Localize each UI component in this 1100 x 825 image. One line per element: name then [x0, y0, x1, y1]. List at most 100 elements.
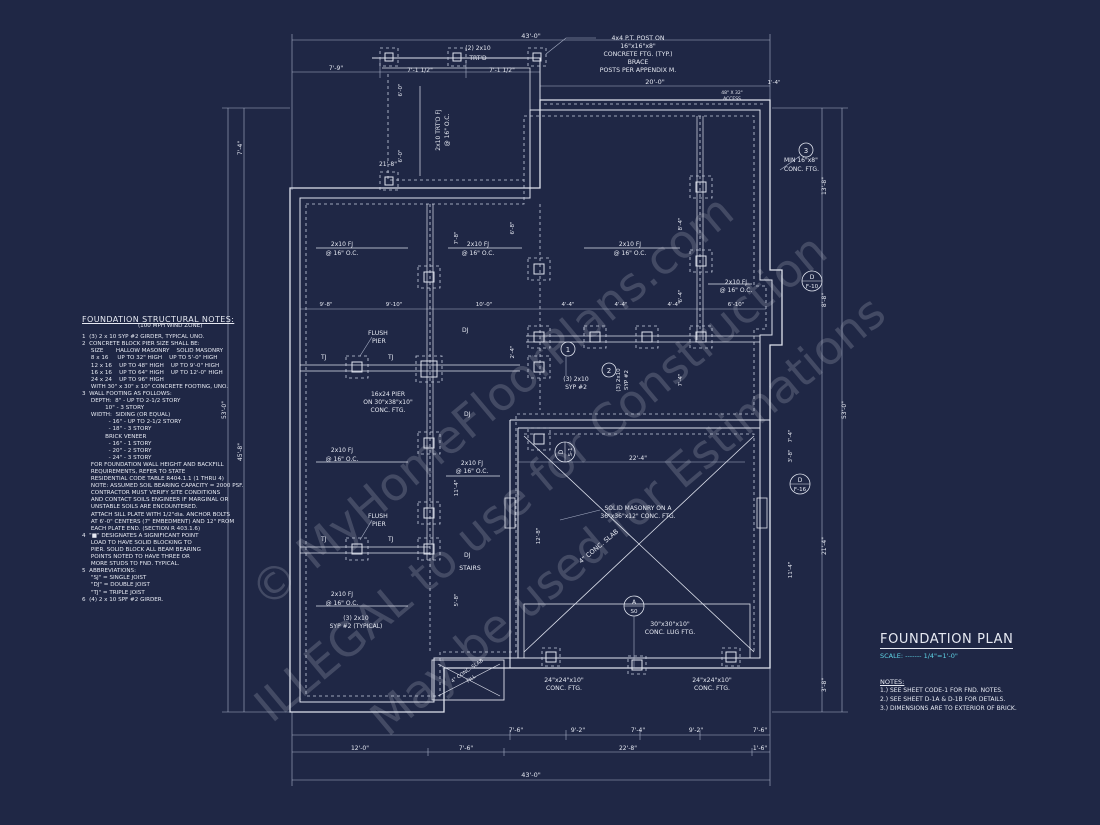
- dim-right-11: 13'-8": [821, 177, 828, 195]
- post-note-4: BRACE: [628, 59, 649, 66]
- pier: [689, 325, 713, 349]
- ftg24-left-1: 24"x24"x10": [544, 677, 584, 684]
- lug-ftg-1: 30"x30"x10": [650, 621, 690, 628]
- structural-note-line: - 16" - 1 STORY: [82, 440, 152, 447]
- dim-bottom-row2-b: 7'-6": [459, 745, 473, 752]
- dimension-lines: [222, 34, 848, 786]
- dim-interior-v-11: 11'-4": [454, 480, 460, 497]
- tag-d-f10: D F-10: [801, 270, 823, 292]
- tag-a-s0-top: A: [632, 599, 637, 606]
- tj-label-4: TJ: [387, 536, 394, 543]
- pier: [447, 47, 467, 67]
- dim-bottom-4: 9'-2": [689, 727, 703, 734]
- footing-dashes: [305, 74, 767, 697]
- ftg24-right-2: CONC. FTG.: [694, 685, 730, 692]
- pier: [379, 47, 399, 67]
- access-label-1: 48" X 32": [721, 90, 743, 96]
- tj-label-1: TJ: [320, 354, 327, 361]
- tag-d-s1-top: D: [558, 449, 565, 454]
- tag-d-f10-top: D: [810, 274, 815, 281]
- dim-top-left-3: 7'-1 1/2": [489, 67, 515, 74]
- structural-note-line: 6 (4) 2 x 10 SPF #2 GIRDER.: [82, 596, 164, 603]
- leaders: [359, 37, 801, 668]
- dj-label-2: DJ: [464, 411, 471, 418]
- structural-note-line: "SJ" = SINGLE JOIST: [82, 575, 147, 582]
- structural-note-line: EACH PLATE END. (SECTION R 403.1.6): [82, 525, 201, 532]
- dim-interior-v-6: 6'-8": [510, 221, 516, 234]
- pier-16x24-1: 16x24 PIER: [371, 391, 405, 398]
- pier: [527, 257, 551, 281]
- foundation-walls: [289, 57, 783, 713]
- fj-label-2: 2x10 FJ: [467, 241, 489, 248]
- piers: [345, 47, 741, 675]
- dim-right-11b: 11'-4": [788, 562, 794, 579]
- structural-note-line: WIDTH: SIDING (OR EQUAL): [82, 412, 171, 419]
- pier: [583, 325, 607, 349]
- tag-d-f10-bottom: F-10: [806, 284, 819, 290]
- drawing-scale: SCALE: ------- 1/4"=1'-0": [880, 652, 958, 660]
- structural-note-line: RESIDENTIAL CODE TABLE R404.1.1 (1 THRU …: [82, 476, 224, 483]
- pier: [541, 647, 561, 667]
- dim-left-outer-45: 45'-8": [237, 443, 244, 461]
- dim-top-right-20: 20'-0": [645, 78, 665, 86]
- min-ftg-2: CONC. FTG.: [784, 166, 819, 173]
- notes-heading: NOTES:: [880, 678, 905, 686]
- pier: [417, 265, 441, 289]
- structural-note-line: AND CONTACT SOILS ENGINEER IF MARGINAL O…: [82, 497, 229, 504]
- dim-right-3b: 3'-8": [821, 678, 828, 692]
- pier: [527, 47, 547, 67]
- dim-top-overall: 43'-0": [521, 32, 541, 40]
- pier: [689, 175, 713, 199]
- tag-a-s0-bottom: S0: [631, 609, 638, 615]
- dim-bottom-row2-c: 22'-8": [619, 745, 637, 752]
- dim-row-4b: 4'-4": [614, 302, 627, 308]
- dim-right-3a: 3'-8": [788, 449, 794, 462]
- tj-label-3: TJ: [320, 536, 327, 543]
- pier-16x24-3: CONC. FTG.: [371, 407, 406, 414]
- tag-d-s1-bottom: S-1: [568, 448, 574, 457]
- dim-garage-22: 22'-4": [629, 455, 647, 462]
- structural-note-line: "DJ" = DOUBLE JOIST: [82, 582, 150, 589]
- girder-typ-line-1: (3) 2x10: [343, 615, 369, 622]
- dim-bottom-3: 7'-4": [631, 727, 645, 734]
- dim-row-9: 9'-8": [319, 302, 332, 308]
- ftg24-right-1: 24"x24"x10": [692, 677, 732, 684]
- structural-note-line: - 20" - 2 STORY: [82, 447, 152, 454]
- dim-row-9b: 9'-10": [386, 302, 403, 308]
- structural-notes-subtitle: (100 MPH WIND ZONE): [138, 323, 203, 330]
- dim-bottom-row2-d: 1'-6": [753, 745, 767, 752]
- dim-right-outer-53: 53'-0": [841, 401, 848, 419]
- detail-tags: 3 D F-10 D F-16 D S-1 A S0 1: [554, 142, 823, 617]
- pier: [415, 355, 443, 383]
- dim-interior-v-12: 12'-8": [536, 528, 542, 545]
- dj-label-1: DJ: [462, 327, 469, 334]
- note-item: 2.) SEE SHEET D-1A & D-1B FOR DETAILS.: [880, 696, 1006, 703]
- girder-2-line-1: (3) 2x10: [616, 368, 622, 392]
- structural-notes: FOUNDATION STRUCTURAL NOTES: (100 MPH WI…: [82, 315, 282, 604]
- post-note-1: 4x4 P.T. POST ON: [612, 35, 665, 42]
- dim-bottom-1: 7'-6": [509, 727, 523, 734]
- solid-masonry-2: 36"x36"x12" CONC. FTG.: [600, 513, 675, 520]
- girder-fj-label: 2x10 FJ: [461, 460, 483, 467]
- structural-note-line: UNSTABLE SOILS ARE ENCOUNTERED.: [82, 504, 198, 511]
- tj-label-2: TJ: [387, 354, 394, 361]
- fj-spacing-3: @ 16" O.C.: [614, 250, 647, 257]
- ftg24-left-2: CONC. FTG.: [546, 685, 582, 692]
- structural-note-line: POINTS NOTED TO HAVE THREE OR: [82, 554, 190, 561]
- drawing-title: FOUNDATION PLAN: [880, 632, 1014, 649]
- tag-1-text: 1: [566, 346, 570, 354]
- flush-pier-1b: PIER: [372, 338, 386, 345]
- structural-note-line: SIZE HALLOW MASONRY SOLID MASONRY: [82, 348, 224, 355]
- dim-interior-v-2: 2'-4": [510, 345, 516, 358]
- pier-16x24-2: ON 30"x38"x10": [363, 399, 413, 406]
- dim-bottom-overall: 43'-0": [521, 771, 541, 779]
- joist-arrows: [316, 86, 752, 607]
- structural-note-line: 8 x 16 UP TO 32" HIGH UP TO 5'-0" HIGH: [82, 355, 218, 362]
- dim-interior-v-8: 8'-4": [678, 217, 684, 230]
- note-item: 3.) DIMENSIONS ARE TO EXTERIOR OF BRICK.: [880, 705, 1017, 712]
- dim-row-10: 10'-0": [476, 302, 493, 308]
- structural-note-line: REQUIREMENTS, REFER TO STATE: [82, 468, 186, 475]
- dim-interior-v-6b: 6'-4": [678, 289, 684, 302]
- tag-a-s0: A S0: [623, 595, 645, 617]
